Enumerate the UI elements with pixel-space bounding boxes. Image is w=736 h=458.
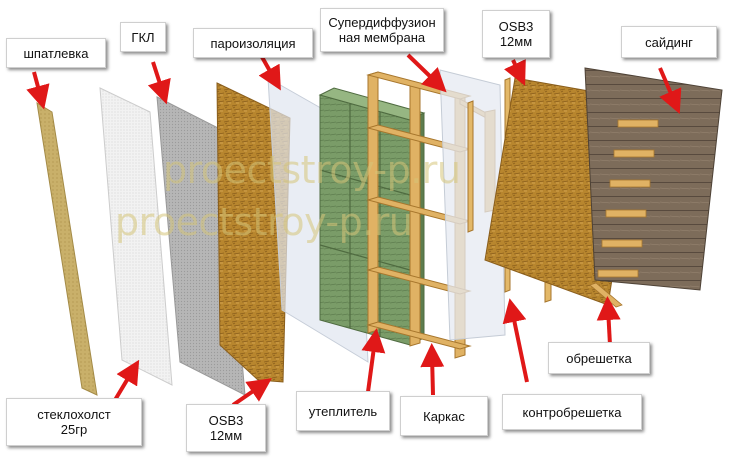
label-paroizolyaciya: пароизоляция: [193, 28, 313, 58]
arrow-membrana: [406, 53, 447, 93]
label-shpatlevka: шпатлевка: [6, 38, 106, 68]
arrow-uteplitel: [361, 328, 386, 393]
label-membrana-line2: ная мембрана: [338, 30, 426, 45]
label-obreshetka: обрешетка: [548, 342, 650, 374]
arrow-karkas: [420, 343, 445, 396]
arrow-osb-top: [504, 59, 526, 86]
label-obreshetka-text: обрешетка: [566, 350, 632, 366]
label-osb-top-line1: OSB3: [498, 19, 534, 34]
label-osb-bottom-line2: 12мм: [209, 428, 243, 443]
watermark-line-2: proectstroy-p.ru: [115, 200, 413, 244]
arrow-kontrobreshetka: [502, 298, 529, 383]
label-kontrobreshetka-text: контробрешетка: [522, 404, 622, 420]
label-sayding-text: сайдинг: [645, 34, 693, 50]
label-shpatlevka-text: шпатлевка: [23, 45, 89, 61]
arrow-gkl: [147, 61, 171, 105]
fiberglass-layer: [99, 87, 173, 386]
label-osb-top: OSB3 12мм: [482, 10, 550, 58]
label-karkas: Каркас: [400, 396, 488, 436]
label-osb-bottom: OSB3 12мм: [186, 404, 266, 452]
arrow-shpatlevka: [26, 71, 50, 110]
label-membrana-line1: Супердиффузион: [328, 15, 436, 30]
arrow-osb-bottom: [231, 378, 272, 407]
label-sayding: сайдинг: [621, 26, 717, 58]
label-osb-top-line2: 12мм: [499, 34, 533, 49]
label-kontrobreshetka: контробрешетка: [502, 394, 642, 430]
label-uteplitel: утеплитель: [296, 391, 390, 431]
label-uteplitel-text: утеплитель: [308, 403, 378, 419]
siding-layer: [584, 67, 723, 308]
label-membrana: Супердиффузион ная мембрана: [320, 8, 444, 52]
arrow-sayding: [658, 67, 682, 115]
arrow-steklokholst: [113, 359, 140, 402]
label-steklokholst-line2: 25гр: [60, 422, 88, 437]
label-osb-bottom-line1: OSB3: [208, 413, 244, 428]
label-karkas-text: Каркас: [423, 408, 465, 424]
arrow-obreshetka: [596, 296, 621, 346]
label-gkl: ГКЛ: [120, 22, 166, 52]
label-gkl-text: ГКЛ: [131, 29, 155, 45]
label-steklokholst-line1: стеклохолст: [37, 407, 111, 422]
pointer-arrows: [26, 53, 682, 407]
watermark-line-1: proectstroy-p.ru: [163, 148, 461, 192]
label-paroizolyaciya-text: пароизоляция: [210, 35, 296, 51]
arrow-paroizolyaciya: [258, 56, 281, 91]
label-steklokholst: стеклохолст 25гр: [6, 398, 142, 446]
putty-layer: [36, 102, 98, 396]
